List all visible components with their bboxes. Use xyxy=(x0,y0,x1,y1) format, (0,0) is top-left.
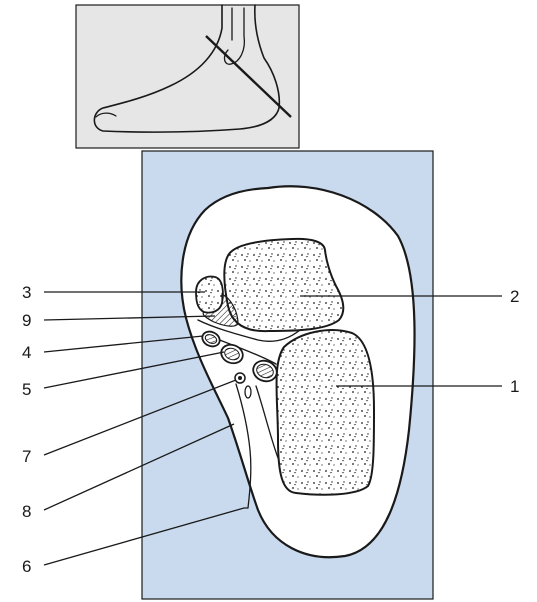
label-2: 2 xyxy=(510,287,519,306)
label-7: 7 xyxy=(22,447,31,466)
label-8: 8 xyxy=(22,502,31,521)
label-9: 9 xyxy=(22,311,31,330)
label-6: 6 xyxy=(22,557,31,576)
foot-inset xyxy=(76,5,299,148)
bone-1-calcaneus xyxy=(277,330,375,495)
label-1: 1 xyxy=(510,377,519,396)
label-4: 4 xyxy=(22,343,31,362)
label-3: 3 xyxy=(22,283,31,302)
bone-3-medial-malleolus xyxy=(196,277,223,313)
label-5: 5 xyxy=(22,380,31,399)
bone-2-talus xyxy=(224,239,343,331)
